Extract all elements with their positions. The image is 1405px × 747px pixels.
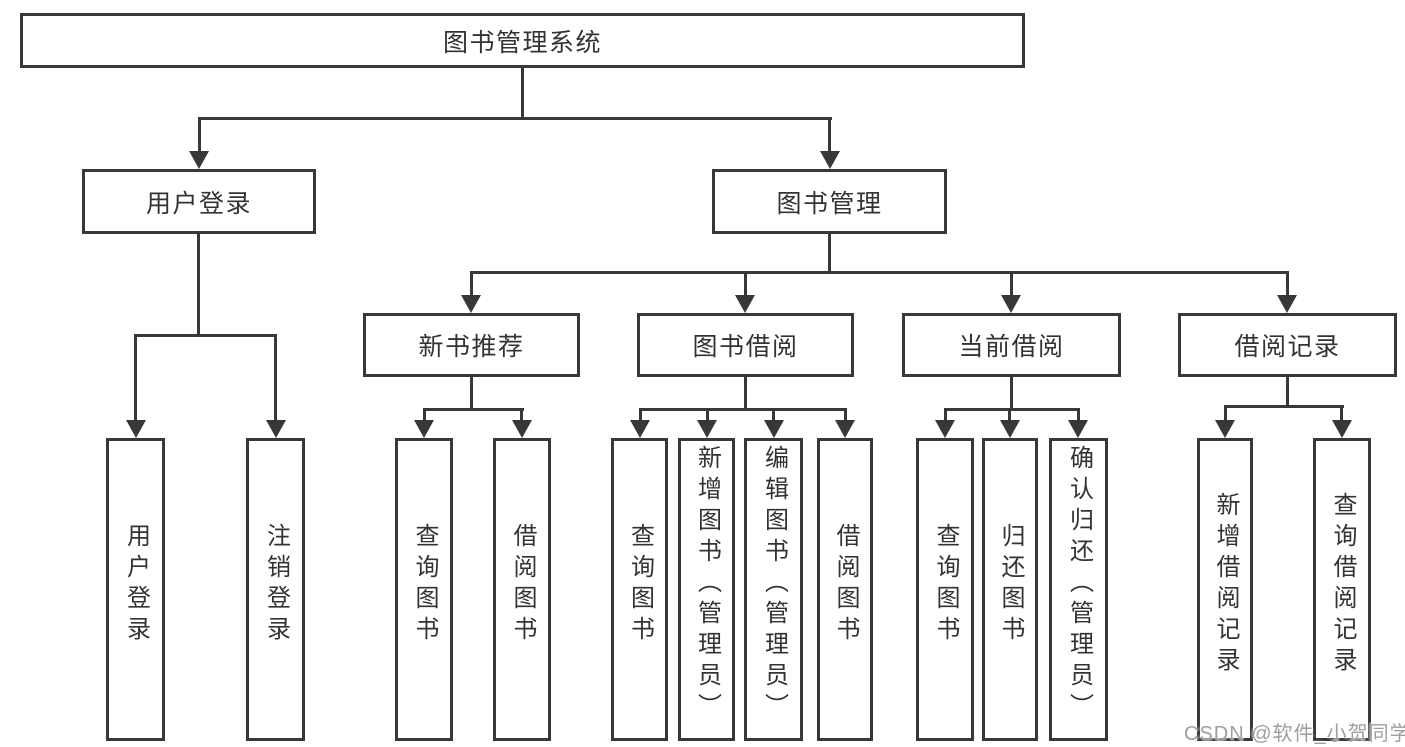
arrowhead-down-icon [735,295,755,313]
connector-recommend-stem [470,377,473,411]
connector-drop-recommend-query [423,408,426,422]
node-book-borrowing-label: 图书借阅 [692,333,799,361]
connector-user-login-stem [197,234,200,337]
connector-drop-borrowing-records [1286,271,1289,297]
leaf-logout-login: 注销登录 [246,438,305,741]
node-new-book-recommend-label: 新书推荐 [418,333,525,361]
node-book-management-label: 图书管理 [776,189,883,218]
arrowhead-down-icon [126,420,146,438]
leaf-records-add-record-label: 新增借阅记录 [1212,491,1239,678]
connector-borrowing-stem [744,377,747,411]
leaf-current-confirm-return-admin-label: 确认归还（管理员） [1065,445,1093,724]
node-borrowing-records: 借阅记录 [1178,313,1397,377]
arrowhead-down-icon [630,420,650,438]
arrowhead-down-icon [820,151,840,169]
leaf-borrowing-borrow-book: 借阅图书 [817,438,873,741]
leaf-borrowing-add-book-admin-label: 新增图书（管理员） [693,445,721,724]
leaf-borrowing-add-book-admin: 新增图书（管理员） [678,438,735,741]
arrowhead-down-icon [1215,420,1235,438]
node-borrowing-records-label: 借阅记录 [1234,333,1341,361]
connector-level3-bar [470,271,1288,274]
connector-drop-recommend-borrow [520,408,523,422]
connector-drop-records-add [1224,405,1227,422]
connector-user-login-bar [134,334,277,337]
node-new-book-recommend: 新书推荐 [363,313,580,377]
arrowhead-down-icon [835,420,855,438]
arrowhead-down-icon [697,420,717,438]
connector-drop-current-borrowing [1010,271,1013,297]
node-current-borrowing-label: 当前借阅 [958,333,1065,361]
connector-current-stem [1010,377,1013,411]
arrowhead-down-icon [1001,295,1021,313]
connector-drop-current-confirm [1077,408,1080,422]
node-root: 图书管理系统 [20,13,1025,68]
leaf-recommend-query-book-label: 查询图书 [411,522,438,647]
connector-drop-current-query [944,408,947,422]
leaf-records-add-record: 新增借阅记录 [1197,438,1253,741]
connector-drop-borrowing-query [639,408,642,422]
leaf-recommend-query-book: 查询图书 [395,438,453,741]
connector-drop-book-management [828,117,831,153]
arrowhead-down-icon [414,420,434,438]
connector-recommend-bar [423,408,524,411]
leaf-borrowing-query-book-label: 查询图书 [626,522,654,647]
connector-root-stem [521,68,524,120]
connector-records-stem [1286,377,1289,408]
arrowhead-down-icon [1332,420,1352,438]
connector-book-management-stem [828,234,831,274]
arrowhead-down-icon [1000,420,1020,438]
leaf-current-query-book: 查询图书 [916,438,974,741]
connector-drop-current-return [1008,408,1011,422]
connector-drop-book-borrowing [744,271,747,297]
node-current-borrowing: 当前借阅 [902,313,1121,377]
leaf-borrowing-edit-book-admin-label: 编辑图书（管理员） [760,445,788,724]
arrowhead-down-icon [461,295,481,313]
leaf-recommend-borrow-book: 借阅图书 [493,438,551,741]
leaf-logout-login-label: 注销登录 [262,522,290,647]
connector-drop-new-book-recommend [470,271,473,297]
arrowhead-down-icon [764,420,784,438]
connector-drop-leaf-user-login [134,334,137,422]
leaf-borrowing-borrow-book-label: 借阅图书 [832,522,859,647]
arrowhead-down-icon [935,420,955,438]
leaf-records-query-record-label: 查询借阅记录 [1329,491,1356,678]
connector-drop-records-query [1340,405,1343,422]
leaf-recommend-borrow-book-label: 借阅图书 [509,522,536,647]
leaf-records-query-record: 查询借阅记录 [1313,438,1371,741]
leaf-borrowing-edit-book-admin: 编辑图书（管理员） [744,438,803,741]
leaf-current-confirm-return-admin: 确认归还（管理员） [1049,438,1108,741]
connector-drop-leaf-logout [274,334,277,422]
leaf-current-return-book: 归还图书 [982,438,1038,741]
arrowhead-down-icon [189,151,209,169]
leaf-current-return-book-label: 归还图书 [997,522,1024,647]
watermark: CSDN @软件_小贺同学 [1184,723,1405,745]
connector-drop-user-login [198,117,201,153]
leaf-user-login: 用户登录 [106,438,165,741]
arrowhead-down-icon [1068,420,1088,438]
arrowhead-down-icon [512,420,532,438]
arrowhead-down-icon [1277,295,1297,313]
node-book-borrowing: 图书借阅 [637,313,854,377]
leaf-user-login-label: 用户登录 [122,522,150,647]
connector-drop-borrowing-borrow [844,408,847,422]
arrowhead-down-icon [266,420,286,438]
node-user-login: 用户登录 [82,169,316,234]
leaf-borrowing-query-book: 查询图书 [611,438,668,741]
leaf-current-query-book-label: 查询图书 [932,522,959,647]
connector-drop-borrowing-add [706,408,709,422]
connector-borrowing-bar [639,408,847,411]
node-user-login-label: 用户登录 [145,189,252,218]
node-root-label: 图书管理系统 [442,28,602,57]
connector-records-bar [1224,405,1344,408]
connector-drop-borrowing-edit [772,408,775,422]
node-book-management: 图书管理 [712,169,947,234]
connector-current-bar [944,408,1080,411]
connector-level2-bar [198,117,832,120]
